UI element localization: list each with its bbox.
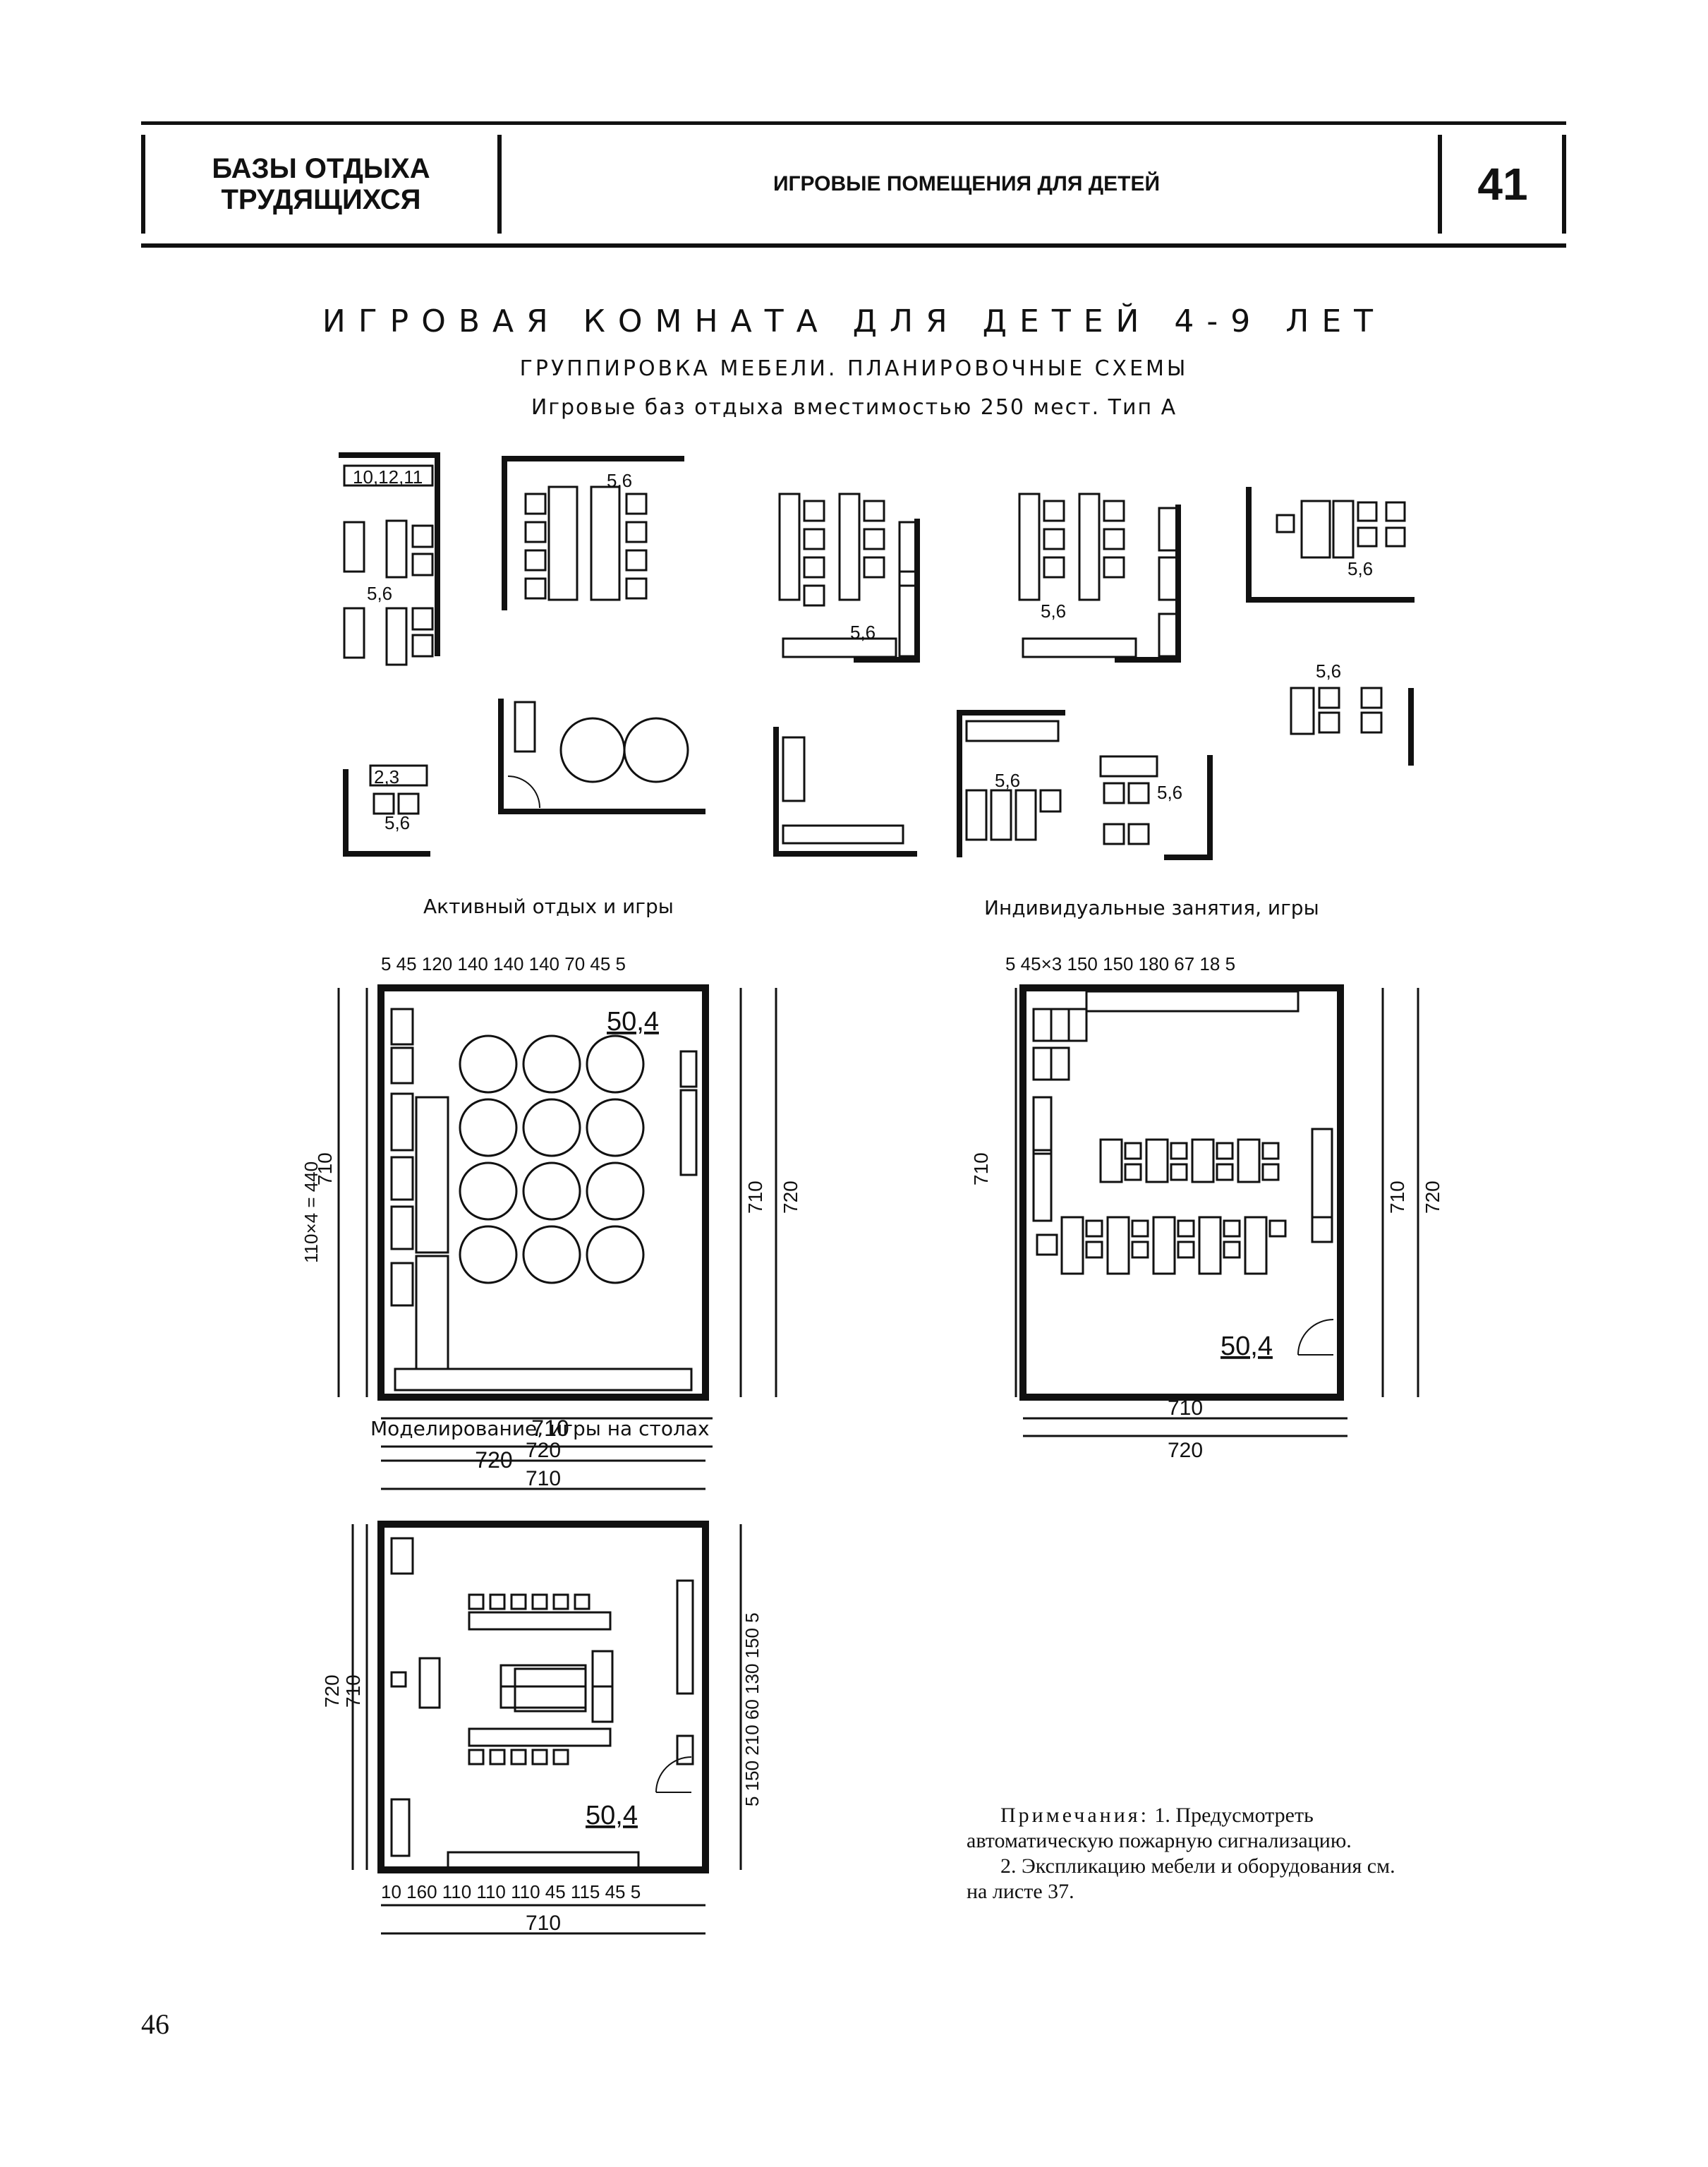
plan-individual: 50,4 710 720 5 45×3 150 150 180 67 18 5 … [970, 953, 1443, 1462]
round-tables [459, 1034, 645, 1284]
svg-text:5,6: 5,6 [384, 812, 410, 833]
svg-text:710: 710 [970, 1152, 992, 1185]
header-divider [1562, 135, 1566, 234]
svg-text:720: 720 [526, 1439, 561, 1462]
svg-text:5,6: 5,6 [1347, 558, 1373, 579]
svg-text:10,12,11: 10,12,11 [353, 466, 423, 488]
svg-text:5,6: 5,6 [367, 583, 392, 604]
svg-text:710: 710 [314, 1152, 336, 1185]
notes-label: Примечания: [1000, 1804, 1149, 1827]
plan-active: 50,4 720 710 5 45 120 140 140 140 70 45 … [301, 953, 801, 1473]
svg-text:5,6: 5,6 [1157, 782, 1182, 803]
svg-text:720: 720 [780, 1181, 801, 1214]
page-number: 46 [141, 2008, 169, 2040]
svg-text:5 45 120 140 140 140 70 45 5: 5 45 120 140 140 140 70 45 5 [381, 953, 626, 974]
svg-text:2,3: 2,3 [374, 766, 399, 787]
plan-modeling: 50,4 720 710 710 10 160 110 110 110 45 1… [321, 1439, 763, 1935]
svg-text:5,6: 5,6 [1316, 660, 1341, 682]
header-divider [497, 135, 502, 234]
svg-text:10 160 110 110 110 45 115 45 5: 10 160 110 110 110 45 115 45 5 [381, 1881, 641, 1902]
caption-individual: Индивидуальные занятия, игры [984, 896, 1319, 919]
caption-modeling: Моделирование, игры на столах [370, 1417, 710, 1440]
svg-text:5,6: 5,6 [850, 622, 876, 643]
header-sheet-number: 41 [1477, 159, 1528, 210]
header-topic: ИГРОВЫЕ ПОМЕЩЕНИЯ ДЛЯ ДЕТЕЙ [773, 172, 1161, 195]
svg-text:710: 710 [526, 1467, 561, 1490]
header-divider [1438, 135, 1442, 234]
svg-text:710: 710 [526, 1912, 561, 1935]
page-subtitle: ГРУППИРОВКА МЕБЕЛИ. ПЛАНИРОВОЧНЫЕ СХЕМЫ [519, 356, 1189, 381]
svg-text:50,4: 50,4 [1221, 1332, 1273, 1361]
caption-active: Активный отдых и игры [423, 895, 674, 918]
svg-text:5 150 210 60 130 150 5: 5 150 210 60 130 150 5 [741, 1612, 763, 1806]
svg-text:720: 720 [1422, 1181, 1443, 1214]
svg-text:710: 710 [531, 1416, 569, 1441]
svg-text:710: 710 [1386, 1181, 1408, 1214]
svg-text:710: 710 [1168, 1396, 1203, 1420]
svg-text:50,4: 50,4 [607, 1007, 659, 1037]
header-divider [141, 135, 145, 234]
svg-text:710: 710 [744, 1181, 766, 1214]
note-1: 1. Предусмотреть автоматическую пожарную… [967, 1804, 1352, 1852]
page-subtitle-2: Игровые баз отдыха вместимостью 250 мест… [531, 395, 1177, 420]
notes: Примечания: 1. Предусмотреть автоматичес… [967, 1803, 1418, 1905]
svg-text:5 45×3 150 150 180 67 18 5: 5 45×3 150 150 180 67 18 5 [1005, 953, 1235, 974]
note-2: 2. Экспликацию мебели и оборудования см.… [967, 1854, 1395, 1903]
svg-text:50,4: 50,4 [586, 1801, 638, 1830]
svg-text:5,6: 5,6 [995, 770, 1020, 791]
svg-text:5,6: 5,6 [607, 470, 632, 491]
svg-text:720: 720 [1168, 1439, 1203, 1462]
page-title: ИГРОВАЯ КОМНАТА ДЛЯ ДЕТЕЙ 4-9 ЛЕТ [322, 303, 1386, 339]
svg-text:110×4 = 440: 110×4 = 440 [301, 1161, 322, 1263]
svg-text:710: 710 [342, 1674, 364, 1708]
svg-text:720: 720 [321, 1674, 343, 1708]
svg-text:5,6: 5,6 [1041, 600, 1066, 622]
